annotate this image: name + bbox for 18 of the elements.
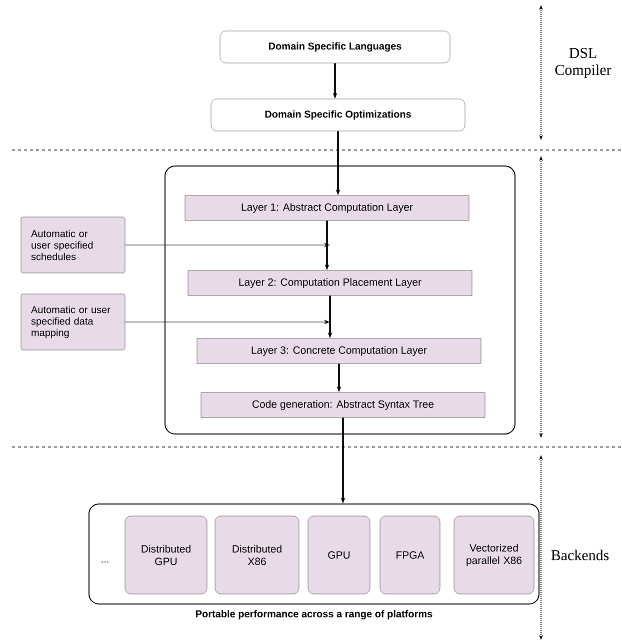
- layer-box: Layer 3: Concrete Computation Layer: [196, 338, 482, 364]
- backend-box: Distributed GPU: [124, 516, 208, 594]
- rounded-box: Domain Specific Optimizations: [210, 98, 466, 132]
- backend-box: GPU: [308, 516, 370, 594]
- node-label: Portable performance across a range of platforms: [196, 610, 432, 620]
- group-box: [164, 166, 516, 434]
- input-box: Automatic or user specified schedules: [20, 216, 126, 274]
- layer-box: Layer 2: Computation Placement Layer: [188, 270, 472, 296]
- layer-box: Layer 1: Abstract Computation Layer: [184, 195, 470, 221]
- layer-box: Code generation: Abstract Syntax Tree: [200, 392, 486, 418]
- input-box: Automatic or user specified data mapping: [20, 294, 126, 350]
- ellipsis: ...: [102, 561, 108, 563]
- side-label: DSL Compiler: [555, 48, 612, 78]
- side-label: Backends: [551, 550, 609, 560]
- backend-box: Vectorized parallel X86: [454, 516, 534, 594]
- backend-box: FPGA: [380, 516, 440, 594]
- rounded-box: Domain Specific Languages: [220, 30, 450, 64]
- backend-box: Distributed X86: [214, 516, 300, 594]
